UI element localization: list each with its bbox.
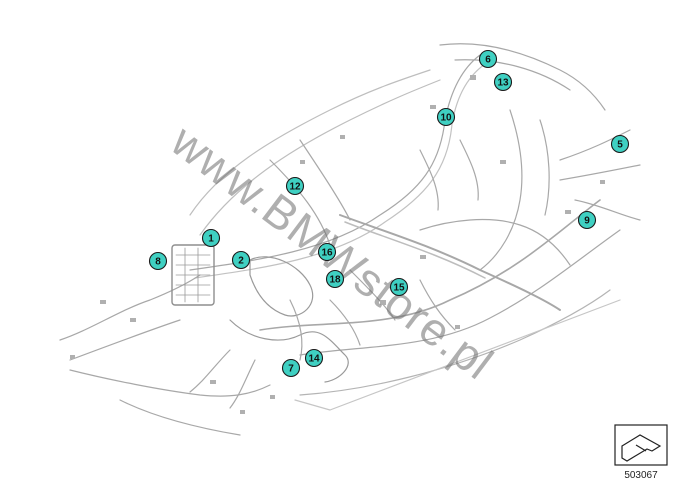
harness-front-lower [69, 369, 271, 397]
callout-10[interactable]: 10 [436, 107, 456, 127]
harness-center-cluster [249, 256, 314, 317]
harness-long-sill [299, 289, 611, 396]
callout-9[interactable]: 9 [577, 210, 597, 230]
harness-cross-member-2 [344, 221, 486, 279]
callout-15[interactable]: 15 [389, 277, 409, 297]
callout-label: 8 [155, 257, 161, 268]
wiring-harness-illustration [59, 43, 641, 436]
harness-rear-right [559, 129, 641, 221]
callout-circle [478, 49, 498, 69]
callout-1[interactable]: 1 [201, 228, 221, 248]
callout-circle [436, 107, 456, 127]
callout-circle [577, 210, 597, 230]
harness-front-left [59, 274, 201, 361]
callout-2[interactable]: 2 [231, 250, 251, 270]
callout-circle [281, 358, 301, 378]
callout-circle [610, 134, 630, 154]
callout-circle [317, 242, 337, 262]
harness-center-cluster-2 [229, 319, 349, 383]
callout-label: 6 [485, 55, 491, 66]
reference-number: 503067 [624, 470, 658, 481]
harness-rear-top [439, 43, 606, 111]
fuse-box-block [171, 244, 215, 306]
harness-front-bottom [119, 399, 241, 436]
callout-label: 18 [329, 275, 341, 286]
callout-circle [285, 176, 305, 196]
callout-14[interactable]: 14 [304, 348, 324, 368]
callout-label: 5 [617, 140, 623, 151]
callout-circle [148, 251, 168, 271]
callout-label: 14 [308, 354, 320, 365]
harness-floor-line-2 [299, 229, 621, 356]
harness-branch-b [419, 139, 479, 211]
callout-label: 15 [393, 283, 405, 294]
callout-label: 12 [289, 182, 301, 193]
harness-main-trunk [189, 54, 481, 271]
callout-8[interactable]: 8 [148, 251, 168, 271]
callout-13[interactable]: 13 [493, 72, 513, 92]
callout-label: 10 [440, 113, 452, 124]
reference-box: 503067 [614, 424, 668, 481]
harness-rear-lower [419, 218, 571, 266]
harness-branch-c [189, 349, 256, 409]
harness-branch-a [349, 269, 456, 331]
harness-main-trunk-2 [194, 61, 489, 279]
callout-label: 16 [321, 248, 333, 259]
callout-circle [201, 228, 221, 248]
callout-circle [389, 277, 409, 297]
callout-5[interactable]: 5 [610, 134, 630, 154]
harness-cross-member [339, 214, 561, 311]
callout-7[interactable]: 7 [281, 358, 301, 378]
arrow-symbol-icon [621, 434, 662, 462]
fuse-box-details [175, 247, 211, 303]
callout-label: 13 [497, 78, 509, 89]
callout-label: 9 [584, 216, 590, 227]
harness-floor-line [259, 199, 601, 331]
callout-18[interactable]: 18 [325, 269, 345, 289]
callout-circle [304, 348, 324, 368]
floor-outline [294, 299, 621, 411]
callout-12[interactable]: 12 [285, 176, 305, 196]
harness-branch-d [289, 299, 361, 361]
callout-circle [231, 250, 251, 270]
callout-circle [493, 72, 513, 92]
harness-roof-loop [189, 69, 441, 236]
callout-label: 2 [238, 256, 244, 267]
callout-circle [325, 269, 345, 289]
harness-a-pillar [269, 139, 351, 246]
harness-rear-door [479, 109, 550, 271]
callout-label: 7 [288, 364, 294, 375]
callout-16[interactable]: 16 [317, 242, 337, 262]
callout-label: 1 [208, 234, 214, 245]
callout-6[interactable]: 6 [478, 49, 498, 69]
connector-marks [70, 75, 605, 414]
